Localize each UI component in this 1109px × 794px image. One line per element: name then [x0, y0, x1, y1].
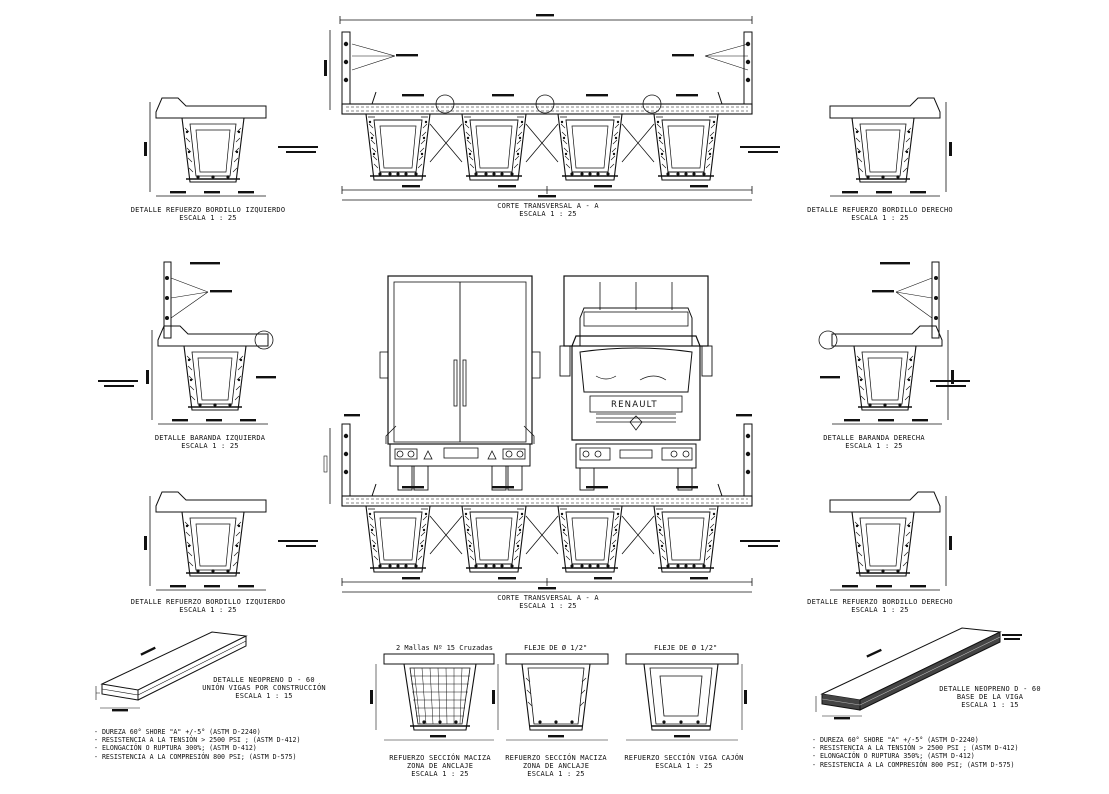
section-box-girder	[625, 653, 747, 741]
scale-cross-section-lower: ESCALA 1 : 25	[519, 602, 577, 610]
label-railing-left: DETALLE BARANDA IZQUIERDA ESCALA 1 : 25	[130, 434, 290, 450]
strap-top-label: FLEJE DE Ø 1/2"	[524, 644, 588, 652]
truck-brand: RENAULT	[611, 400, 658, 410]
detail-right-top	[830, 98, 952, 196]
detail-railing-right	[818, 261, 970, 424]
scale-cross-section-top: ESCALA 1 : 25	[519, 210, 577, 218]
note-item: ELONGACIÓN O RUPTURA 350%; (ASTM D-412)	[812, 752, 1018, 760]
notes-neoprene-right: DUREZA 60° SHORE "A" +/-5° (ASTM D-2240)…	[812, 736, 1019, 769]
section-markers-top	[278, 146, 780, 153]
scale-railing-left: ESCALA 1 : 25	[181, 442, 239, 450]
subtitle-section-strap: ZONA DE ANCLAJE	[522, 762, 590, 770]
truck-front	[559, 275, 713, 491]
detail-right-lower	[830, 492, 952, 590]
label-right-curb-top: DETALLE REFUERZO BORDILLO DERECHO ESCALA…	[800, 206, 960, 222]
lower-dimension-line	[323, 414, 752, 504]
label-neoprene-left: DETALLE NEOPRENO D - 60 UNIÓN VIGAS POR …	[184, 676, 344, 700]
note-item: RESISTENCIA A LA TENSIÓN > 2500 PSI ; (A…	[94, 736, 301, 744]
scale-section-strap: ESCALA 1 : 25	[527, 770, 585, 778]
title-section-strap: REFUERZO SECCIÓN MACIZA	[505, 754, 607, 762]
note-item: RESISTENCIA A LA COMPRESIÓN 800 PSI; (AS…	[94, 753, 300, 761]
title-section-box: REFUERZO SECCIÓN VIGA CAJÓN	[624, 754, 744, 762]
title-neoprene-left: DETALLE NEOPRENO D - 60	[213, 676, 315, 684]
truck-rear	[379, 275, 541, 491]
subtitle-section-mesh: ZONA DE ANCLAJE	[406, 762, 474, 770]
scale-left-curb-lower: ESCALA 1 : 25	[179, 606, 237, 614]
detail-railing-left	[98, 261, 276, 424]
scale-section-mesh: ESCALA 1 : 25	[411, 770, 469, 778]
scale-railing-right: ESCALA 1 : 25	[845, 442, 903, 450]
bridge-section-top	[342, 32, 752, 200]
subtitle-neoprene-left: UNIÓN VIGAS POR CONSTRUCCIÓN	[202, 684, 326, 692]
top-dimension-line	[324, 14, 753, 110]
mesh-top-label: 2 Mallas Nº 15 Cruzadas	[396, 644, 493, 652]
label-right-curb-lower: DETALLE REFUERZO BORDILLO DERECHO ESCALA…	[800, 598, 960, 614]
scale-right-curb-top: ESCALA 1 : 25	[851, 214, 909, 222]
scale-neoprene-right: ESCALA 1 : 15	[961, 701, 1019, 709]
label-section-box: REFUERZO SECCIÓN VIGA CAJÓN ESCALA 1 : 2…	[612, 754, 756, 770]
label-left-curb-top: DETALLE REFUERZO BORDILLO IZQUIERDO ESCA…	[128, 206, 288, 222]
note-item: RESISTENCIA A LA COMPRESIÓN 800 PSI; (AS…	[812, 761, 1018, 769]
section-solid-strap	[492, 653, 609, 741]
section-markers-lower	[278, 540, 780, 547]
note-item: ELONGACIÓN O RUPTURA 300%; (ASTM D-412)	[94, 744, 300, 752]
detail-left-top	[144, 98, 266, 196]
subtitle-neoprene-right: BASE DE LA VIGA	[956, 693, 1024, 701]
title-section-mesh: REFUERZO SECCIÓN MACIZA	[389, 754, 491, 762]
scale-left-curb-top: ESCALA 1 : 25	[179, 214, 237, 222]
title-neoprene-right: DETALLE NEOPRENO D - 60	[939, 685, 1041, 693]
scale-right-curb-lower: ESCALA 1 : 25	[851, 606, 909, 614]
label-cross-section-top: CORTE TRANSVERSAL A - A ESCALA 1 : 25	[468, 202, 628, 218]
note-item: DUREZA 60° SHORE "A" +/-5° (ASTM D-2240)	[94, 728, 300, 736]
box-top-label: FLEJE DE Ø 1/2"	[654, 644, 718, 652]
detail-left-lower	[144, 492, 266, 590]
label-neoprene-right: DETALLE NEOPRENO D - 60 BASE DE LA VIGA …	[912, 685, 1068, 709]
label-left-curb-lower: DETALLE REFUERZO BORDILLO IZQUIERDO ESCA…	[128, 598, 288, 614]
title-left-curb-top: DETALLE REFUERZO BORDILLO IZQUIERDO	[130, 206, 286, 214]
scale-section-box: ESCALA 1 : 25	[655, 762, 713, 770]
scale-neoprene-left: ESCALA 1 : 15	[235, 692, 293, 700]
note-item: DUREZA 60° SHORE "A" +/-5° (ASTM D-2240)	[812, 736, 1018, 744]
label-section-strap: REFUERZO SECCIÓN MACIZA ZONA DE ANCLAJE …	[486, 754, 626, 778]
neoprene-pad-left	[95, 631, 248, 712]
section-solid-mesh	[370, 653, 495, 741]
title-right-curb-lower: DETALLE REFUERZO BORDILLO DERECHO	[807, 598, 953, 606]
title-railing-left: DETALLE BARANDA IZQUIERDA	[154, 434, 266, 442]
note-item: RESISTENCIA A LA TENSIÓN > 2500 PSI ; (A…	[812, 744, 1019, 752]
label-section-mesh: REFUERZO SECCIÓN MACIZA ZONA DE ANCLAJE …	[370, 754, 510, 778]
neoprene-pad-right	[815, 627, 1022, 720]
label-cross-section-lower: CORTE TRANSVERSAL A - A ESCALA 1 : 25	[468, 594, 628, 610]
title-cross-section-lower: CORTE TRANSVERSAL A - A	[497, 594, 599, 602]
title-cross-section-top: CORTE TRANSVERSAL A - A	[497, 202, 599, 210]
title-right-curb-top: DETALLE REFUERZO BORDILLO DERECHO	[807, 206, 953, 214]
title-left-curb-lower: DETALLE REFUERZO BORDILLO IZQUIERDO	[130, 598, 286, 606]
title-railing-right: DETALLE BARANDA DERECHA	[823, 434, 925, 442]
label-railing-right: DETALLE BARANDA DERECHA ESCALA 1 : 25	[794, 434, 954, 450]
notes-neoprene-left: DUREZA 60° SHORE "A" +/-5° (ASTM D-2240)…	[94, 728, 301, 761]
